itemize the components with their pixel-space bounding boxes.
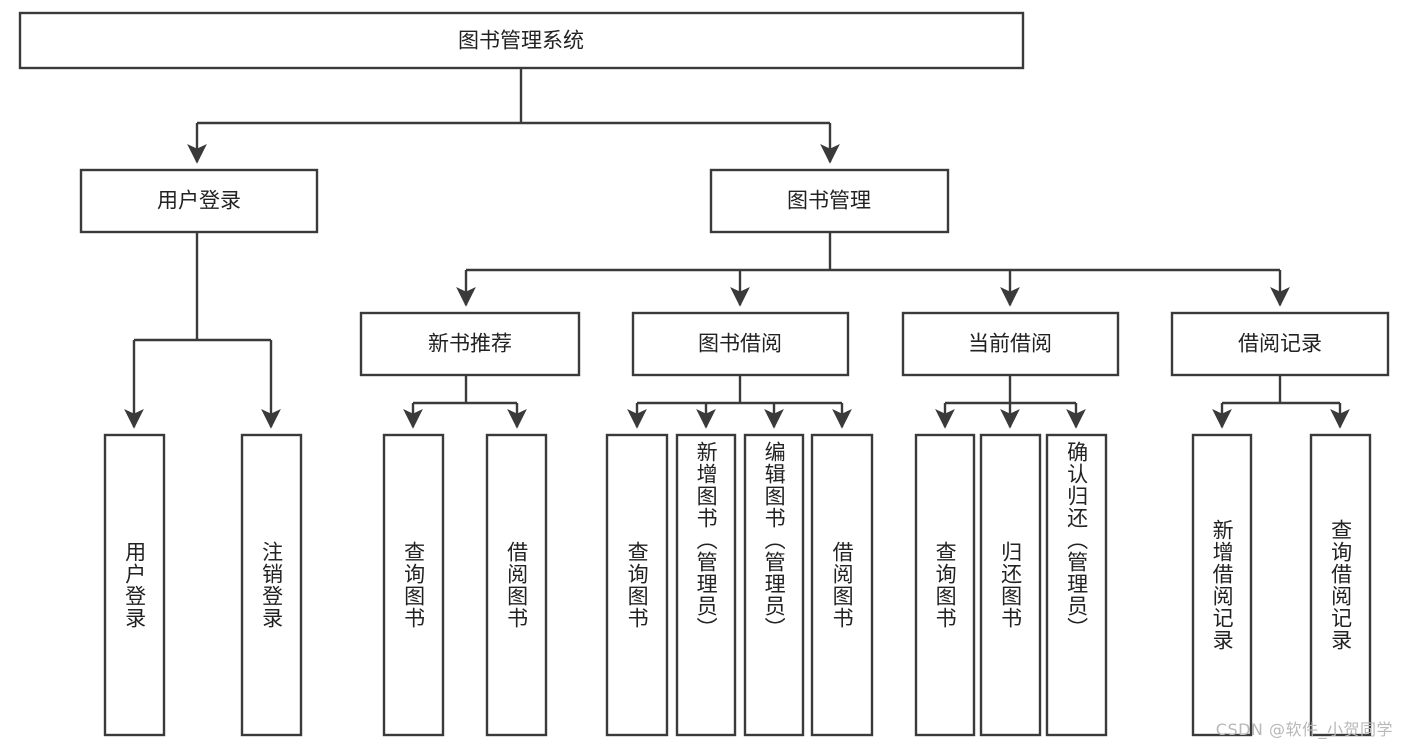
connector-book-manage-to-bus: [456, 232, 1290, 307]
connector-user-login-to-bus: [124, 232, 281, 429]
node-book-borrow[interactable]: [631, 311, 850, 377]
label-book-borrow: 图书借阅: [698, 332, 782, 356]
label-book-management-system: 图书管理系统: [458, 29, 584, 53]
node-book-management[interactable]: [709, 168, 950, 234]
label-user-login: 用户登录: [157, 189, 241, 213]
leaf-box-query-book-current[interactable]: [914, 433, 976, 737]
node-new-book-recommend[interactable]: [359, 311, 581, 377]
connector-borrow-record-to-leaves: [1212, 375, 1350, 429]
leaf-box-borrow-book-rec[interactable]: [485, 433, 548, 737]
leaf-box-borrow-book[interactable]: [810, 433, 874, 737]
node-user-login[interactable]: [79, 168, 319, 234]
leaf-box-query-borrow-record[interactable]: [1309, 433, 1372, 737]
leaf-box-add-book-admin[interactable]: [675, 433, 737, 737]
label-current-borrow: 当前借阅: [968, 332, 1052, 356]
leaf-box-confirm-return-admin[interactable]: [1045, 433, 1108, 737]
leaf-box-query-book-borrow[interactable]: [605, 433, 669, 737]
node-borrow-record[interactable]: [1170, 311, 1390, 377]
connector-root-to-bus: [197, 68, 830, 125]
leaf-box-return-book[interactable]: [979, 433, 1042, 737]
connector-current-borrow-to-leaves: [935, 375, 1086, 429]
leaf-box-logout[interactable]: [240, 433, 303, 737]
label-borrow-record: 借阅记录: [1238, 332, 1322, 356]
leaf-box-add-borrow-record[interactable]: [1191, 433, 1253, 737]
connector-new-book-rec-to-leaves: [403, 375, 527, 429]
node-current-borrow[interactable]: [901, 311, 1120, 377]
connector-book-borrow-to-leaves: [627, 375, 852, 429]
leaf-box-query-book-rec[interactable]: [382, 433, 445, 737]
csdn-watermark: CSDN @软件_小贺同学: [1215, 720, 1393, 739]
node-book-management-system[interactable]: [18, 11, 1025, 70]
leaf-box-user-login[interactable]: [103, 433, 166, 737]
label-new-book-recommend: 新书推荐: [428, 332, 512, 356]
leaf-box-edit-book-admin[interactable]: [743, 433, 805, 737]
label-book-management: 图书管理: [787, 189, 871, 213]
